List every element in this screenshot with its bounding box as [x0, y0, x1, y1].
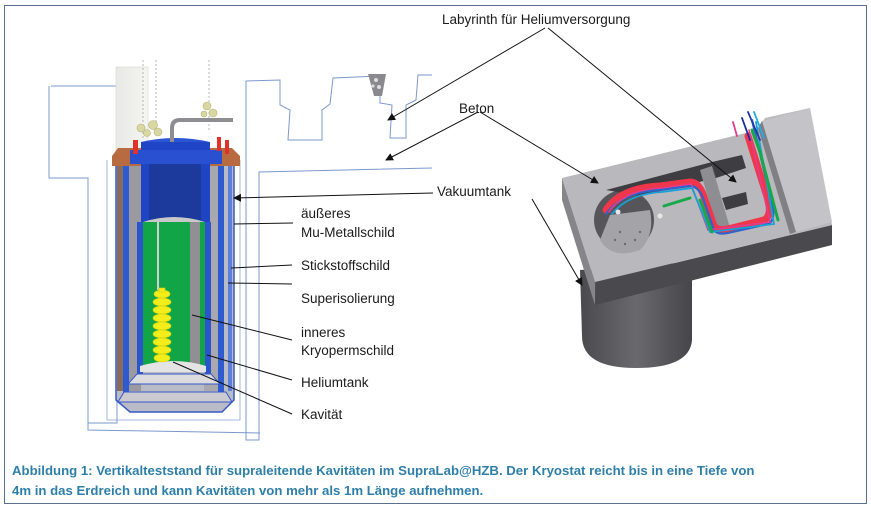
building-outline [48, 74, 433, 441]
leader-stickstoff [230, 264, 293, 269]
leader-labyrinth-left [387, 27, 546, 121]
label-heliumtank: Heliumtank [301, 375, 369, 390]
leader-beton-right [479, 111, 599, 184]
figure-caption: Abbildung 1: Vertikalteststand für supra… [12, 461, 862, 501]
cavity [152, 287, 172, 363]
label-vakuumtank: Vakuumtank [437, 184, 512, 199]
leader-lines [172, 27, 737, 415]
figure-frame [4, 5, 867, 504]
leader-mu-metall [233, 222, 294, 225]
cryostat-cutaway [106, 101, 241, 421]
leader-vakuumtank-left [233, 192, 434, 202]
label-labyrinth: Labyrinth für Heliumversorgung [442, 12, 631, 27]
labyrinth-part [368, 74, 386, 96]
caption-line-1: Abbildung 1: Vertikalteststand für supra… [12, 463, 755, 478]
label-mu-metall-line2: Mu-Metallschild [301, 225, 395, 240]
caption-line-2: 4m in das Erdreich und kann Kavitäten vo… [12, 483, 484, 498]
leader-heliumtank [206, 354, 293, 381]
label-mu-metall-line1: äußeres [301, 206, 351, 221]
leader-labyrinth-right [547, 27, 737, 183]
label-stickstoff: Stickstoffschild [301, 258, 391, 273]
label-kryoperm-line2: Kryopermschild [301, 343, 395, 358]
leader-kavitaet [172, 361, 293, 415]
leader-vakuumtank-right [531, 198, 583, 286]
label-kavitaet: Kavität [301, 407, 343, 422]
label-beton: Beton [459, 101, 495, 116]
leader-beton-left [385, 111, 479, 161]
label-kryoperm-line1: inneres [301, 325, 346, 340]
leader-superisolierung [227, 282, 293, 285]
leader-kryoperm [191, 314, 293, 341]
label-superisolierung: Superisolierung [301, 291, 395, 306]
concrete-block-3d [562, 108, 832, 368]
